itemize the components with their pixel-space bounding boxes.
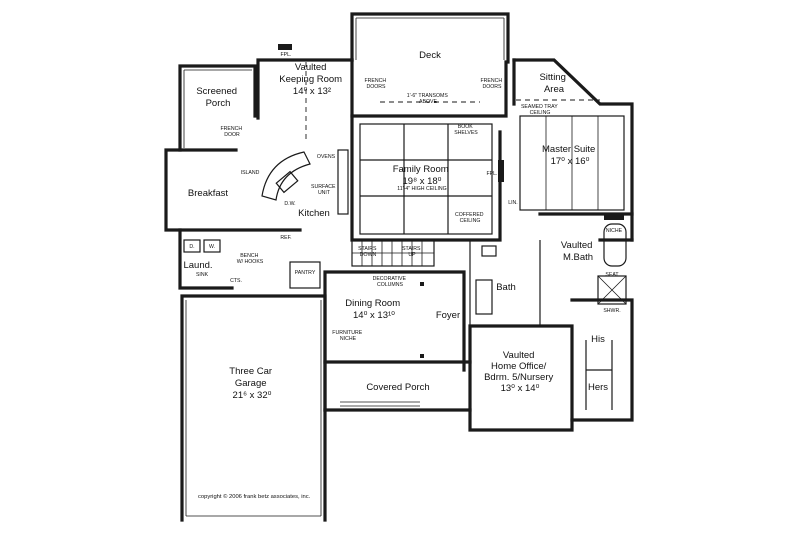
note-dw: D.W. (284, 201, 295, 207)
note-ovens: OVENS (317, 154, 336, 160)
room-home-office: Vaulted Home Office/ Bdrm. 5/Nursery 13⁰… (484, 350, 556, 394)
note-furniture-niche: FURNITURE NICHE (332, 330, 363, 342)
note-book-shelves: BOOK SHELVES (454, 124, 478, 136)
note-ref: REF. (280, 235, 291, 241)
note-stairs-down: STAIRS DOWN (358, 246, 378, 258)
note-sink: SINK (196, 272, 209, 278)
note-fpl-right: FPL. (487, 171, 498, 177)
room-bath: Bath (496, 282, 516, 293)
note-island: ISLAND (241, 170, 260, 176)
note-transoms: 1'-6" TRANSOMS ABOVE (407, 93, 450, 105)
room-screened-porch: Screened Porch (196, 86, 239, 109)
copyright-notice: copyright © 2006 frank betz associates, … (198, 493, 311, 500)
note-seat: SEAT (605, 272, 619, 278)
note-surface-unit: SURFACE UNIT (311, 184, 337, 196)
room-covered-porch: Covered Porch (366, 382, 429, 393)
room-sitting-area: Sitting Area (539, 72, 568, 95)
room-foyer: Foyer (436, 310, 460, 321)
room-breakfast: Breakfast (188, 188, 228, 199)
note-french-doors-left: FRENCH DOORS (364, 78, 387, 90)
room-laundry: Laund. (183, 260, 212, 271)
exterior-walls (164, 12, 634, 522)
note-lin: LIN. (508, 200, 518, 206)
room-dining-room: Dining Room 14⁰ x 13¹⁰ (345, 298, 403, 321)
room-family-room: Family Room 19⁸ x 18⁰ (393, 164, 452, 187)
note-seamed-tray: SEAMED TRAY CEILING (521, 104, 559, 116)
interior-lines (183, 44, 627, 410)
annotations: FPL. FPL. FRENCH DOORS FRENCH DOORS 1'-6… (189, 52, 622, 342)
room-kitchen: Kitchen (298, 208, 330, 219)
room-his: His (591, 334, 605, 345)
room-master-bath: Vaulted M.Bath (561, 240, 595, 263)
note-niche: NICHE (606, 228, 623, 234)
room-deck: Deck (419, 50, 441, 61)
note-high-ceiling: 11'-4" HIGH CEILING (397, 186, 446, 192)
note-bench: BENCH W/ HOOKS (237, 253, 264, 265)
note-cts: CTS. (230, 278, 242, 284)
note-fpl-top: FPL. (281, 52, 292, 58)
room-garage: Three Car Garage 21⁶ x 32⁰ (229, 366, 274, 401)
note-washer: W. (209, 244, 215, 250)
room-labels: Deck Screened Porch Vaulted Keeping Room… (183, 50, 608, 401)
note-french-doors-right: FRENCH DOORS (480, 78, 503, 90)
room-keeping-room: Vaulted Keeping Room 14⁰ x 13² (279, 62, 345, 97)
note-coffered: COFFERED CEILING (455, 212, 485, 224)
note-decorative-columns: DECORATIVE COLUMNS (373, 276, 408, 288)
room-master-suite: Master Suite 17⁰ x 16⁰ (542, 144, 598, 167)
note-pantry: PANTRY (295, 270, 316, 276)
room-hers: Hers (588, 382, 608, 393)
note-french-door-porch: FRENCH DOOR (220, 126, 243, 138)
note-dryer: D. (189, 244, 194, 250)
note-stairs-up: STAIRS UP (402, 246, 422, 258)
note-shwr: SHWR. (603, 308, 620, 314)
